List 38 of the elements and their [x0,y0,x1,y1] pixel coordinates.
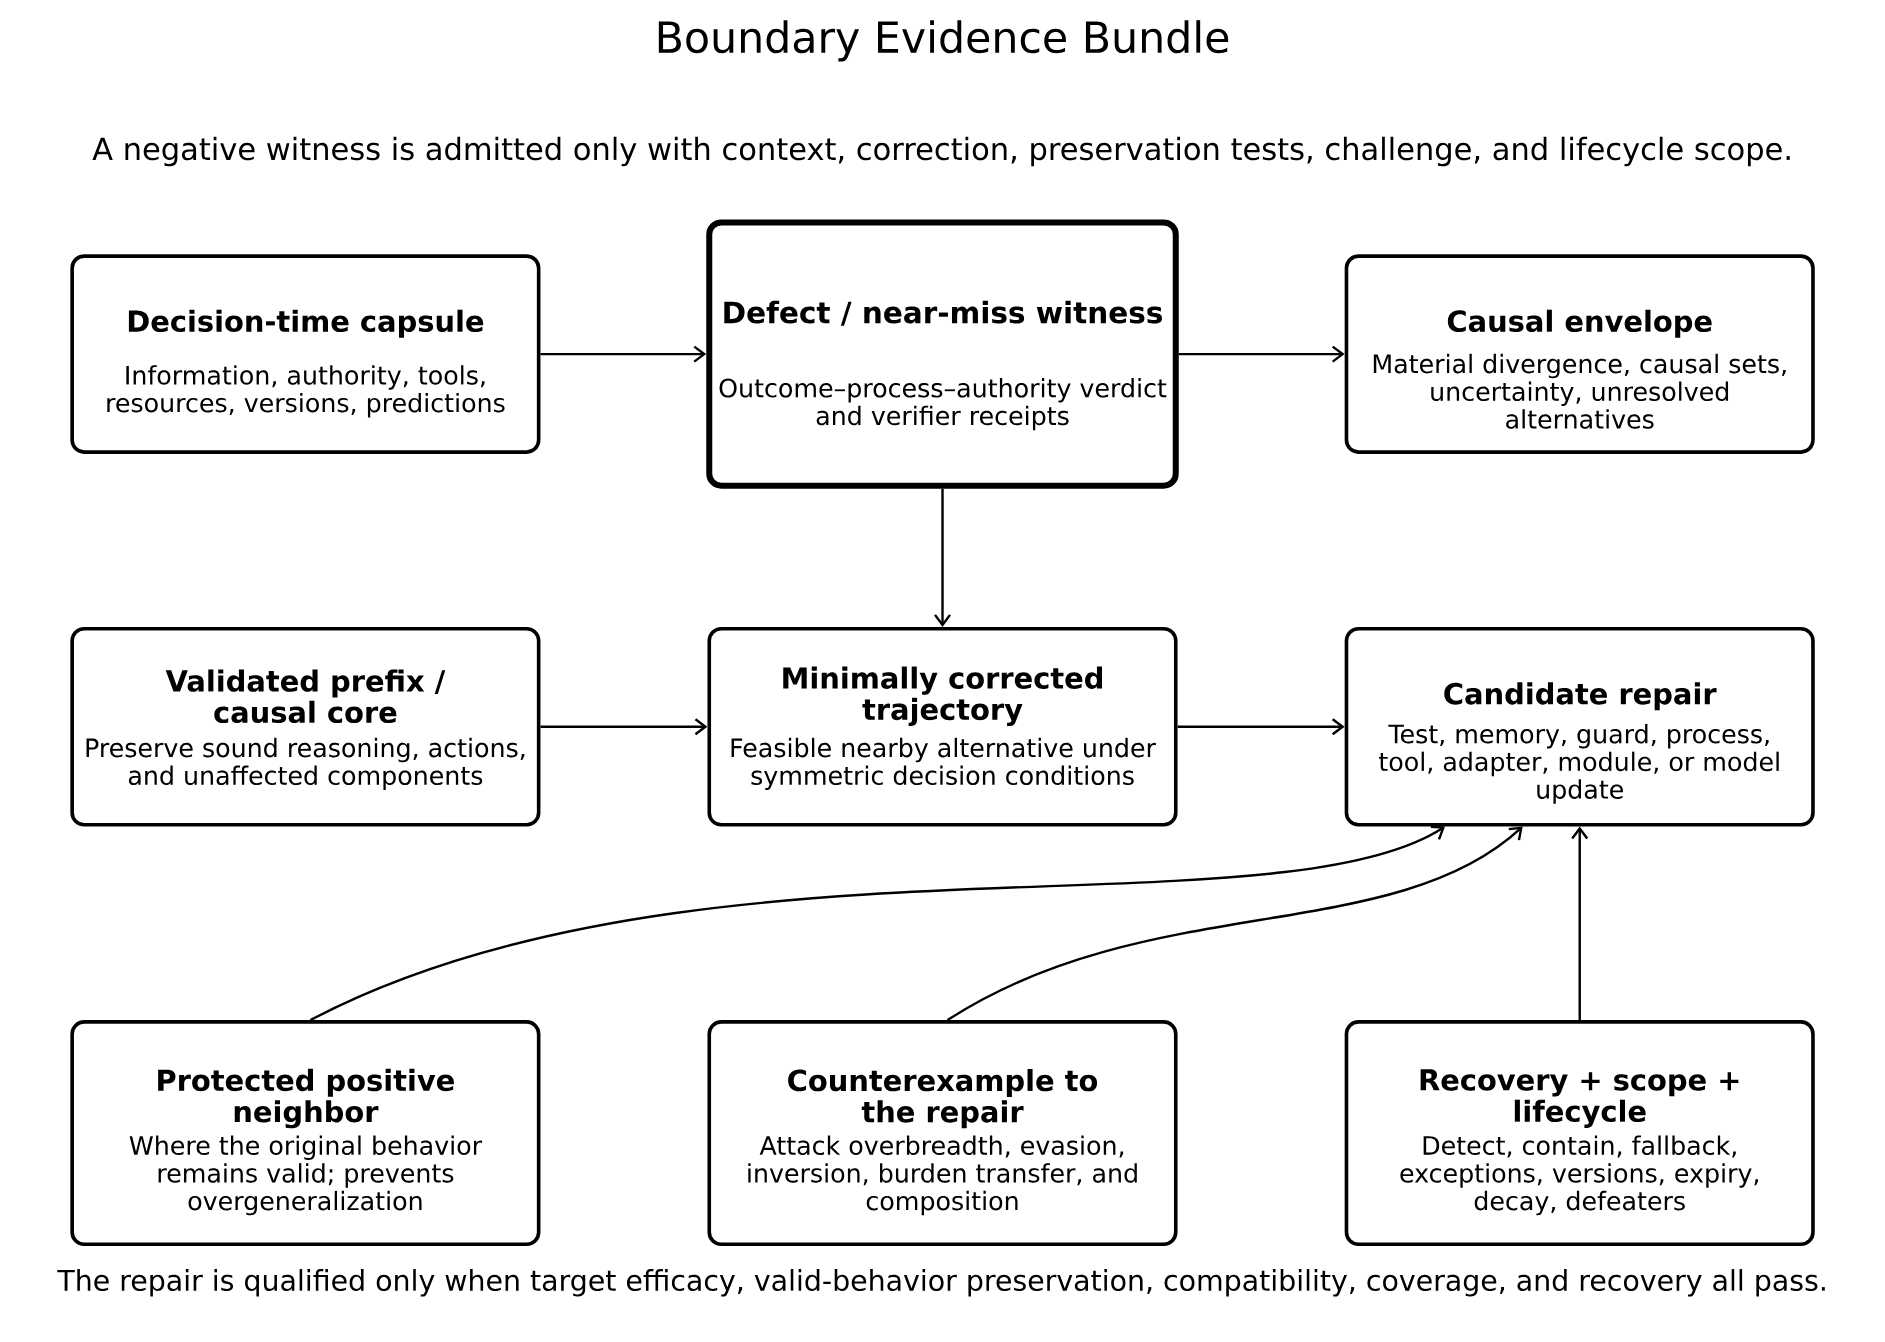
process-box [70,626,541,827]
arrow [1571,826,1589,1021]
box-text: Attack overbreadth, evasion, inversion, burden transfer, and composition [748,1135,1137,1216]
process-box [707,626,1178,827]
process-box [70,1020,541,1247]
box-text: Detect, contain, fallback, exceptions, versions, expiry, decay, defeaters [1400,1135,1759,1216]
box-text: Test, memory, guard, process, tool, adapter, module, or model update [1379,723,1779,804]
box-heading: Protected positive neighbor [158,1068,454,1129]
arrow [540,718,708,736]
process-box [707,1020,1178,1247]
box-heading: Decision-time capsule [128,309,484,338]
box-heading: Recovery + scope + lifecycle [1420,1069,1739,1128]
subtitle-text: A negative witness is admitted only with context, correction, preservation tests, challenge, and lifecycle scope. [92,136,1790,167]
arrow [1177,718,1345,736]
box-heading: Counterexample to the repair [788,1068,1098,1129]
box-text: Material divergence, causal sets, uncertainty, unresolved alternatives [1373,353,1786,429]
process-box [1344,1020,1815,1247]
box-heading: Defect / near-miss witness [724,300,1162,326]
box-text: Outcome–process–authority verdict and verifier receipts [719,378,1167,431]
box-text: Feasible nearby alternative under symmetric decision conditions [731,737,1156,790]
box-heading: Minimally corrected trajectory [783,666,1102,727]
arrow [540,345,707,363]
caption-text: The repair is qualified only when target efficacy, valid-behavior preservation, compatibility, coverage, and recovery all pass. [57,1269,1825,1297]
box-heading: Causal envelope [1447,309,1712,338]
box-heading: Candidate repair [1444,682,1717,711]
box-text: Information, authority, tools, resources, versions, predictions [107,365,505,418]
arrow [1178,345,1345,363]
process-box [1344,626,1815,827]
box-text: Where the original behavior remains valid; prevents overgeneralization [129,1135,483,1216]
process-box [706,219,1179,489]
diagram-title: Boundary Evidence Bundle [658,20,1229,62]
process-box [1344,254,1815,454]
box-heading: Validated prefix / causal core [165,669,446,724]
box-text: Preserve sound reasoning, actions, and unaffected components [86,737,525,790]
process-box [70,254,541,454]
arrow [946,826,1523,1022]
arrow [934,488,951,627]
arrow [309,825,1446,1022]
